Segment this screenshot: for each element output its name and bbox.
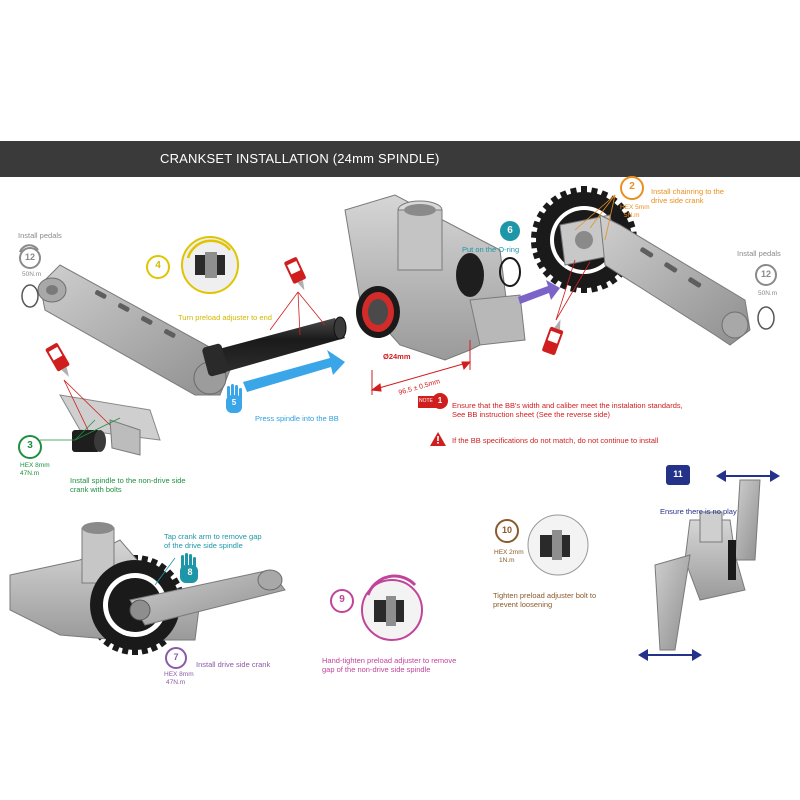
grease-lines-left [63, 379, 111, 431]
step8-leader [154, 557, 176, 586]
step5-number: 5 [231, 398, 237, 407]
step7-number: 7 [173, 652, 179, 662]
step7-badge [165, 647, 187, 669]
step6-badge [500, 221, 520, 241]
step3-text-line2: crank with bolts [70, 485, 122, 494]
step9-text-line2: gap of the non-drive side spindle [322, 665, 431, 674]
step12-right-number: 12 [760, 269, 771, 279]
step4-detail [181, 236, 239, 294]
step11-arrows [638, 470, 780, 661]
step10-hex: HEX 2mm [494, 549, 524, 556]
spindle-diameter: Ø24mm [383, 352, 411, 361]
step12-left-number: 12 [24, 252, 35, 262]
step4-number: 4 [155, 260, 161, 271]
bottom-bracket-frame [344, 194, 526, 361]
step3-number: 3 [27, 440, 33, 451]
step11-text: Ensure there is no play [660, 507, 737, 516]
o-ring [499, 257, 521, 287]
step3-hex: HEX 8mm [20, 462, 50, 469]
bb-warning-text: If the BB specifications do not match, d… [452, 436, 659, 445]
step1-text-line2: See BB instruction sheet (See the revers… [452, 410, 610, 419]
grease-lines-top [269, 291, 326, 336]
step10-torque: 1N.m [499, 557, 515, 564]
step11-assembly [654, 479, 761, 651]
grease-tube-right [542, 319, 564, 355]
step2-text-line2: drive side crank [651, 196, 704, 205]
page-title: CRANKSET INSTALLATION (24mm SPINDLE) [160, 151, 440, 166]
step7-text: Install drive side crank [196, 660, 271, 669]
press-arrow [243, 350, 345, 392]
bb-width-dimension [370, 340, 472, 395]
step10-text-line2: prevent loosening [493, 600, 553, 609]
step1-note-label: NOTE [419, 398, 433, 404]
step2-text-line1: Install chainring to the [651, 187, 724, 196]
grease-tube-left [45, 343, 70, 378]
step9-text-line1: Hand-tighten preload adjuster to remove [322, 656, 457, 665]
grease-lines-right [555, 259, 591, 321]
step8-text-line2: of the drive side spindle [164, 541, 243, 550]
step10-detail [527, 514, 589, 576]
hand-icon-step5 [226, 384, 242, 413]
spindle [202, 316, 347, 377]
step8-text-line1: Tap crank arm to remove gap [164, 532, 262, 541]
step8-number: 8 [187, 567, 193, 577]
step2-number: 2 [629, 181, 635, 192]
step6-number: 6 [507, 225, 513, 236]
step7-hex: HEX 8mm [164, 671, 194, 678]
step2-hex: HEX 5mm [620, 204, 650, 211]
step4-text: Turn preload adjuster to end [178, 313, 272, 322]
step3-badge [18, 435, 42, 459]
step7-torque: 47N.m [166, 679, 186, 686]
step12-left-badge [19, 244, 41, 269]
step11-number: 11 [673, 469, 683, 479]
step11-badge [666, 465, 690, 485]
step1-text-line1: Ensure that the BB's width and caliber m… [452, 401, 683, 410]
step5-text: Press spindle into the BB [255, 414, 339, 423]
step2-torque: 5N.m [624, 212, 640, 219]
step10-text-line1: Tighten preload adjuster bolt to [493, 591, 597, 600]
step10-badge [495, 519, 519, 543]
step3-leader-lines [40, 417, 121, 441]
step3-text-line1: Install spindle to the non-drive side [70, 476, 186, 485]
pedals-left-label: Install pedals [18, 231, 62, 240]
header-bar [0, 141, 800, 177]
step1-badge [432, 393, 448, 409]
hand-icon-step8 [180, 553, 198, 583]
non-drive-crank-arm [37, 264, 231, 396]
step2-badge [620, 176, 644, 200]
step4-badge [146, 255, 170, 279]
washer-right [757, 306, 775, 330]
step9-detail [361, 574, 423, 641]
bottom-assembly [9, 522, 286, 650]
pedals-left-torque: 50N.m [22, 271, 42, 278]
step9-number: 9 [339, 594, 345, 605]
install-arrow [518, 280, 560, 304]
step10-number: 10 [501, 525, 512, 535]
step1-number: 1 [437, 396, 443, 405]
step2-leader-lines [574, 194, 616, 241]
step9-badge [330, 589, 354, 613]
drive-crank-arm-top [599, 214, 751, 346]
pedals-right-torque: 50N.m [758, 290, 778, 297]
pedals-right-label: Install pedals [737, 249, 781, 258]
washer-left [21, 284, 39, 308]
step12-right-badge [755, 264, 777, 286]
step6-text: Put on the O-ring [462, 245, 520, 254]
grease-tube-top [284, 257, 306, 291]
step3-detail [59, 394, 161, 456]
step3-torque: 47N.m [20, 470, 40, 477]
